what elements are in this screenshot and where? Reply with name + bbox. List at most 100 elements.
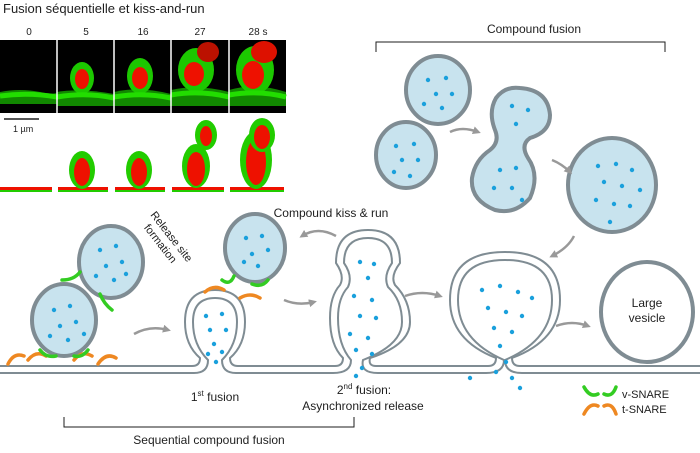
cargo-dot [51,307,57,313]
cargo-dot [595,163,601,169]
cargo-dot [593,197,599,203]
cargo-dot [249,251,255,257]
cargo-dot [519,197,525,203]
cargo-dot [513,165,519,171]
cargo-dot [219,349,225,355]
cargo-dot [353,373,359,379]
time-label-1: 5 [83,27,89,38]
cargo-dot [111,277,117,283]
cargo-dot [255,263,261,269]
cargo-dot [509,185,515,191]
snare-complexes [6,270,270,366]
cargo-dot [391,169,397,175]
cargo-dot [491,185,497,191]
cargo-dot [601,179,607,185]
time-label-0: 0 [26,27,32,38]
cargo-dot [513,121,519,127]
cargo-dot [57,323,63,329]
cargo-dot [47,333,53,339]
micrograph-panel-0 [0,90,58,104]
second-fusion-sup: nd [344,382,353,391]
cargo-dot [393,143,399,149]
cargo-dot [637,187,643,193]
cargo-dots [47,75,643,391]
cargo-dot [425,77,431,83]
micrograph-strip [0,40,287,113]
cargo-dot [103,263,109,269]
cargo-dot [369,351,375,357]
cargo-dot [415,157,421,163]
bracket-sequential [63,417,355,428]
cargo-dot [493,369,499,375]
cargo-dot [613,161,619,167]
cargo-dot [407,173,413,179]
cargo-dot [421,101,427,107]
cargo-dot [371,261,377,267]
cargo-dot [443,75,449,81]
time-label-3: 27 [194,27,206,38]
cargo-dot [467,375,473,381]
cargo-dot [497,343,503,349]
label-compound-kiss-run: Compound kiss & run [274,206,389,220]
process-arrows [133,126,591,336]
cargo-dot [119,259,125,265]
cargo-dot [411,141,417,147]
label-second-fusion: 2nd fusion: [337,382,391,397]
cargo-dot [213,359,219,365]
cargo-dot [357,313,363,319]
first-fusion-text: fusion [204,390,239,404]
cargo-dot [479,287,485,293]
cargo-dot [223,327,229,333]
micrograph-panel-3 [170,42,230,106]
first-fusion-sup: st [198,389,205,398]
label-sequential-compound-fusion: Sequential compound fusion [133,433,284,447]
t-snare-icon [582,403,600,416]
cargo-dot [97,247,103,253]
micrograph-panel-2 [113,58,172,106]
time-label-4: 28 s [249,27,268,38]
legend-label-v-snare: v-SNARE [622,389,669,401]
cargo-dot [353,347,359,353]
label-release-site: Release site formation [141,209,194,265]
cargo-dot [485,305,491,311]
legend: v-SNARE t-SNARE [582,385,669,416]
micrograph-panel-4 [228,41,287,106]
cargo-dot [73,319,79,325]
cargo-dot [433,91,439,97]
cargo-dot [619,183,625,189]
cargo-dot [205,351,211,357]
cargo-dot [113,243,119,249]
cargo-dot [219,311,225,317]
cargo-dot [351,293,357,299]
cargo-dot [373,315,379,321]
cargo-dot [67,303,73,309]
cargo-dot [365,275,371,281]
cargo-dot [509,103,515,109]
cargo-dot [515,289,521,295]
v-snare-icon [582,385,600,397]
cargo-dot [93,273,99,279]
scale-bar-label: 1 µm [13,124,33,134]
cargo-dot [265,247,271,253]
cargo-dot [399,157,405,163]
bracket-compound-fusion [375,41,666,52]
label-first-fusion: 1st fusion [191,389,239,404]
cargo-dot [203,313,209,319]
cargo-dot [491,325,497,331]
cargo-dot [503,359,509,365]
cargo-dot [509,375,515,381]
cargo-dot [497,283,503,289]
cargo-dot [629,167,635,173]
cargo-dot [357,259,363,265]
micrograph-panel-1 [56,62,115,106]
cargo-dot [359,365,365,371]
label-large-vesicle-1: Large [632,296,663,310]
cargo-dot [449,91,455,97]
cargo-dot [509,329,515,335]
cargo-dot [627,203,633,209]
figure-title: Fusion séquentielle et kiss-and-run [3,1,205,16]
cargo-dot [369,297,375,303]
label-async-release: Asynchronized release [302,399,424,413]
